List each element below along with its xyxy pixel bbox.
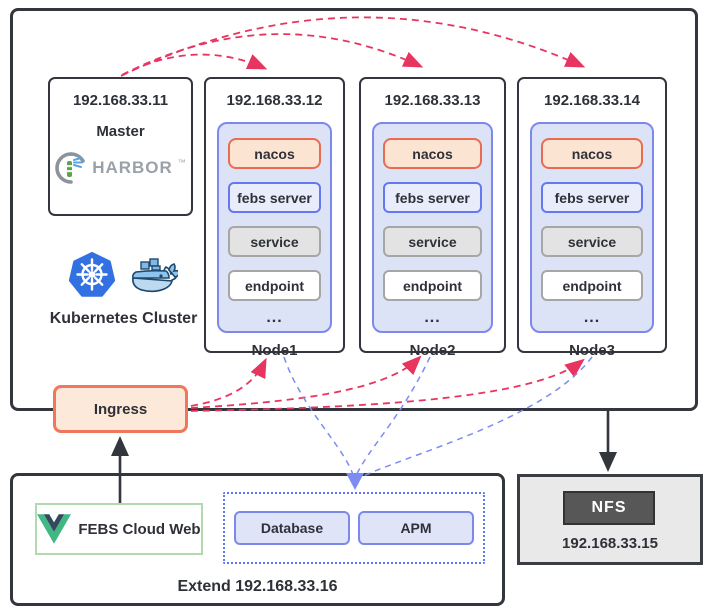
febs-server-box: febs server [228,182,321,213]
harbor-logo: HARBOR ™ [50,152,191,184]
nfs-ip: 192.168.33.15 [562,535,658,552]
node3-label: Node3 [569,342,615,359]
ellipsis-more: ... [266,309,283,326]
service-box: service [541,226,643,257]
nfs-label: NFS [591,499,627,516]
endpoint-box: endpoint [541,270,643,301]
febs-server-box: febs server [541,182,643,213]
node1-label: Node1 [251,342,298,359]
node2-pod-stack: nacos febs server service endpoint ... [372,122,493,333]
cluster-branding: Kubernetes Cluster [46,250,201,328]
database-box: Database [234,511,350,545]
cluster-to-nfs-arrow [599,411,617,472]
worker-node-2-box: 192.168.33.13 nacos febs server service … [359,77,506,359]
worker-node-1-box: 192.168.33.12 nacos febs server service … [204,77,345,359]
endpoint-box: endpoint [228,270,321,301]
febs-cloud-web-label: FEBS Cloud Web [78,520,201,538]
nfs-box: NFS [563,491,655,525]
docker-whale-icon [132,258,178,293]
nacos-box: nacos [383,138,482,169]
node3-pod-stack: nacos febs server service endpoint ... [530,122,654,333]
middleware-dotted-box: Database APM [223,492,485,564]
apm-box: APM [358,511,474,545]
node2-ip: 192.168.33.13 [384,92,481,109]
ingress-box: Ingress [53,385,188,433]
harbor-trademark: ™ [177,157,186,167]
febs-server-box: febs server [383,182,482,213]
node1-ip: 192.168.33.12 [226,92,323,109]
vue-logo-icon [37,514,72,544]
ingress-label: Ingress [93,400,148,418]
harbor-lighthouse-icon [55,152,85,184]
harbor-wordmark: HARBOR [92,158,173,177]
ellipsis-more: ... [583,309,601,326]
master-node-box: 192.168.33.11 Master HARBOR ™ [48,77,193,216]
febs-cloud-web-box: FEBS Cloud Web [35,503,203,555]
node3-ip: 192.168.33.14 [544,92,640,109]
service-box: service [228,226,321,257]
master-label: Master [96,123,145,140]
ellipsis-more: ... [424,309,441,326]
kubernetes-icon [69,252,115,297]
extend-label: Extend 192.168.33.16 [177,578,338,595]
endpoint-box: endpoint [383,270,482,301]
worker-node-3-box: 192.168.33.14 nacos febs server service … [517,77,667,359]
cluster-label: Kubernetes Cluster [49,310,198,327]
nacos-box: nacos [228,138,321,169]
nacos-box: nacos [541,138,643,169]
node1-pod-stack: nacos febs server service endpoint ... [217,122,332,333]
master-ip: 192.168.33.11 [72,92,169,109]
node2-label: Node2 [409,342,456,359]
service-box: service [383,226,482,257]
